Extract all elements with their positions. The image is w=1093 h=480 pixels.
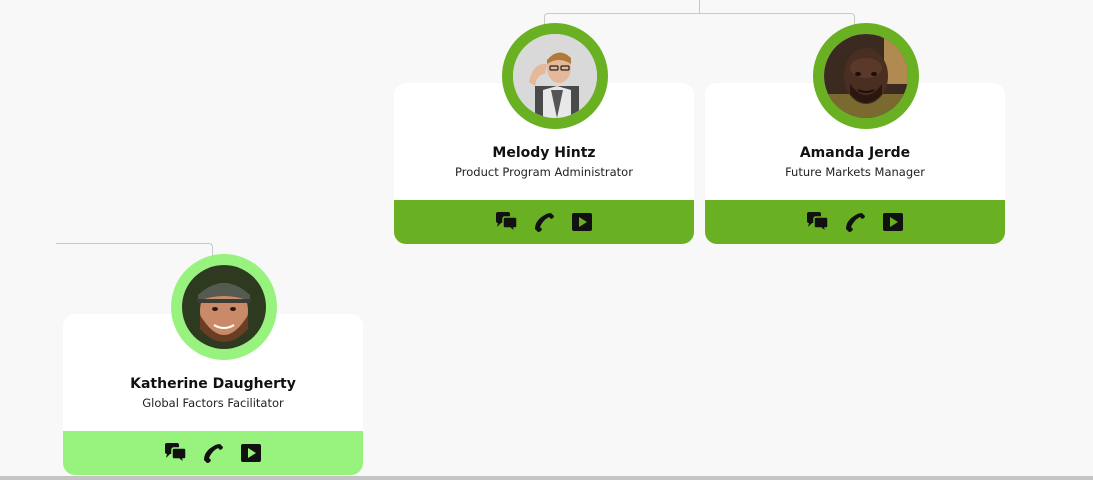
person-card[interactable]: Amanda Jerde Future Markets Manager	[705, 23, 1005, 244]
video-icon[interactable]	[569, 209, 595, 235]
chat-icon[interactable]	[804, 209, 830, 235]
chat-icon[interactable]	[493, 209, 519, 235]
phone-icon[interactable]	[842, 209, 868, 235]
person-card[interactable]: Melody Hintz Product Program Administrat…	[394, 23, 694, 244]
horizontal-scrollbar[interactable]	[0, 476, 1093, 480]
person-title: Global Factors Facilitator	[142, 396, 284, 410]
action-bar	[394, 200, 694, 244]
avatar	[502, 23, 608, 129]
avatar	[171, 254, 277, 360]
person-name: Melody Hintz	[492, 145, 596, 161]
phone-icon[interactable]	[531, 209, 557, 235]
connector-line	[56, 243, 213, 256]
person-name: Amanda Jerde	[799, 145, 911, 161]
chat-icon[interactable]	[162, 440, 188, 466]
person-card[interactable]: Katherine Daugherty Global Factors Facil…	[63, 254, 363, 475]
person-name: Katherine Daugherty	[130, 376, 296, 392]
action-bar	[705, 200, 1005, 244]
avatar-photo	[824, 34, 908, 118]
person-title: Future Markets Manager	[785, 165, 925, 179]
video-icon[interactable]	[880, 209, 906, 235]
avatar	[813, 23, 919, 129]
avatar-photo	[513, 34, 597, 118]
avatar-photo	[182, 265, 266, 349]
connector-line	[699, 0, 700, 13]
connector-line	[544, 13, 855, 26]
person-title: Product Program Administrator	[455, 165, 633, 179]
video-icon[interactable]	[238, 440, 264, 466]
phone-icon[interactable]	[200, 440, 226, 466]
action-bar	[63, 431, 363, 475]
